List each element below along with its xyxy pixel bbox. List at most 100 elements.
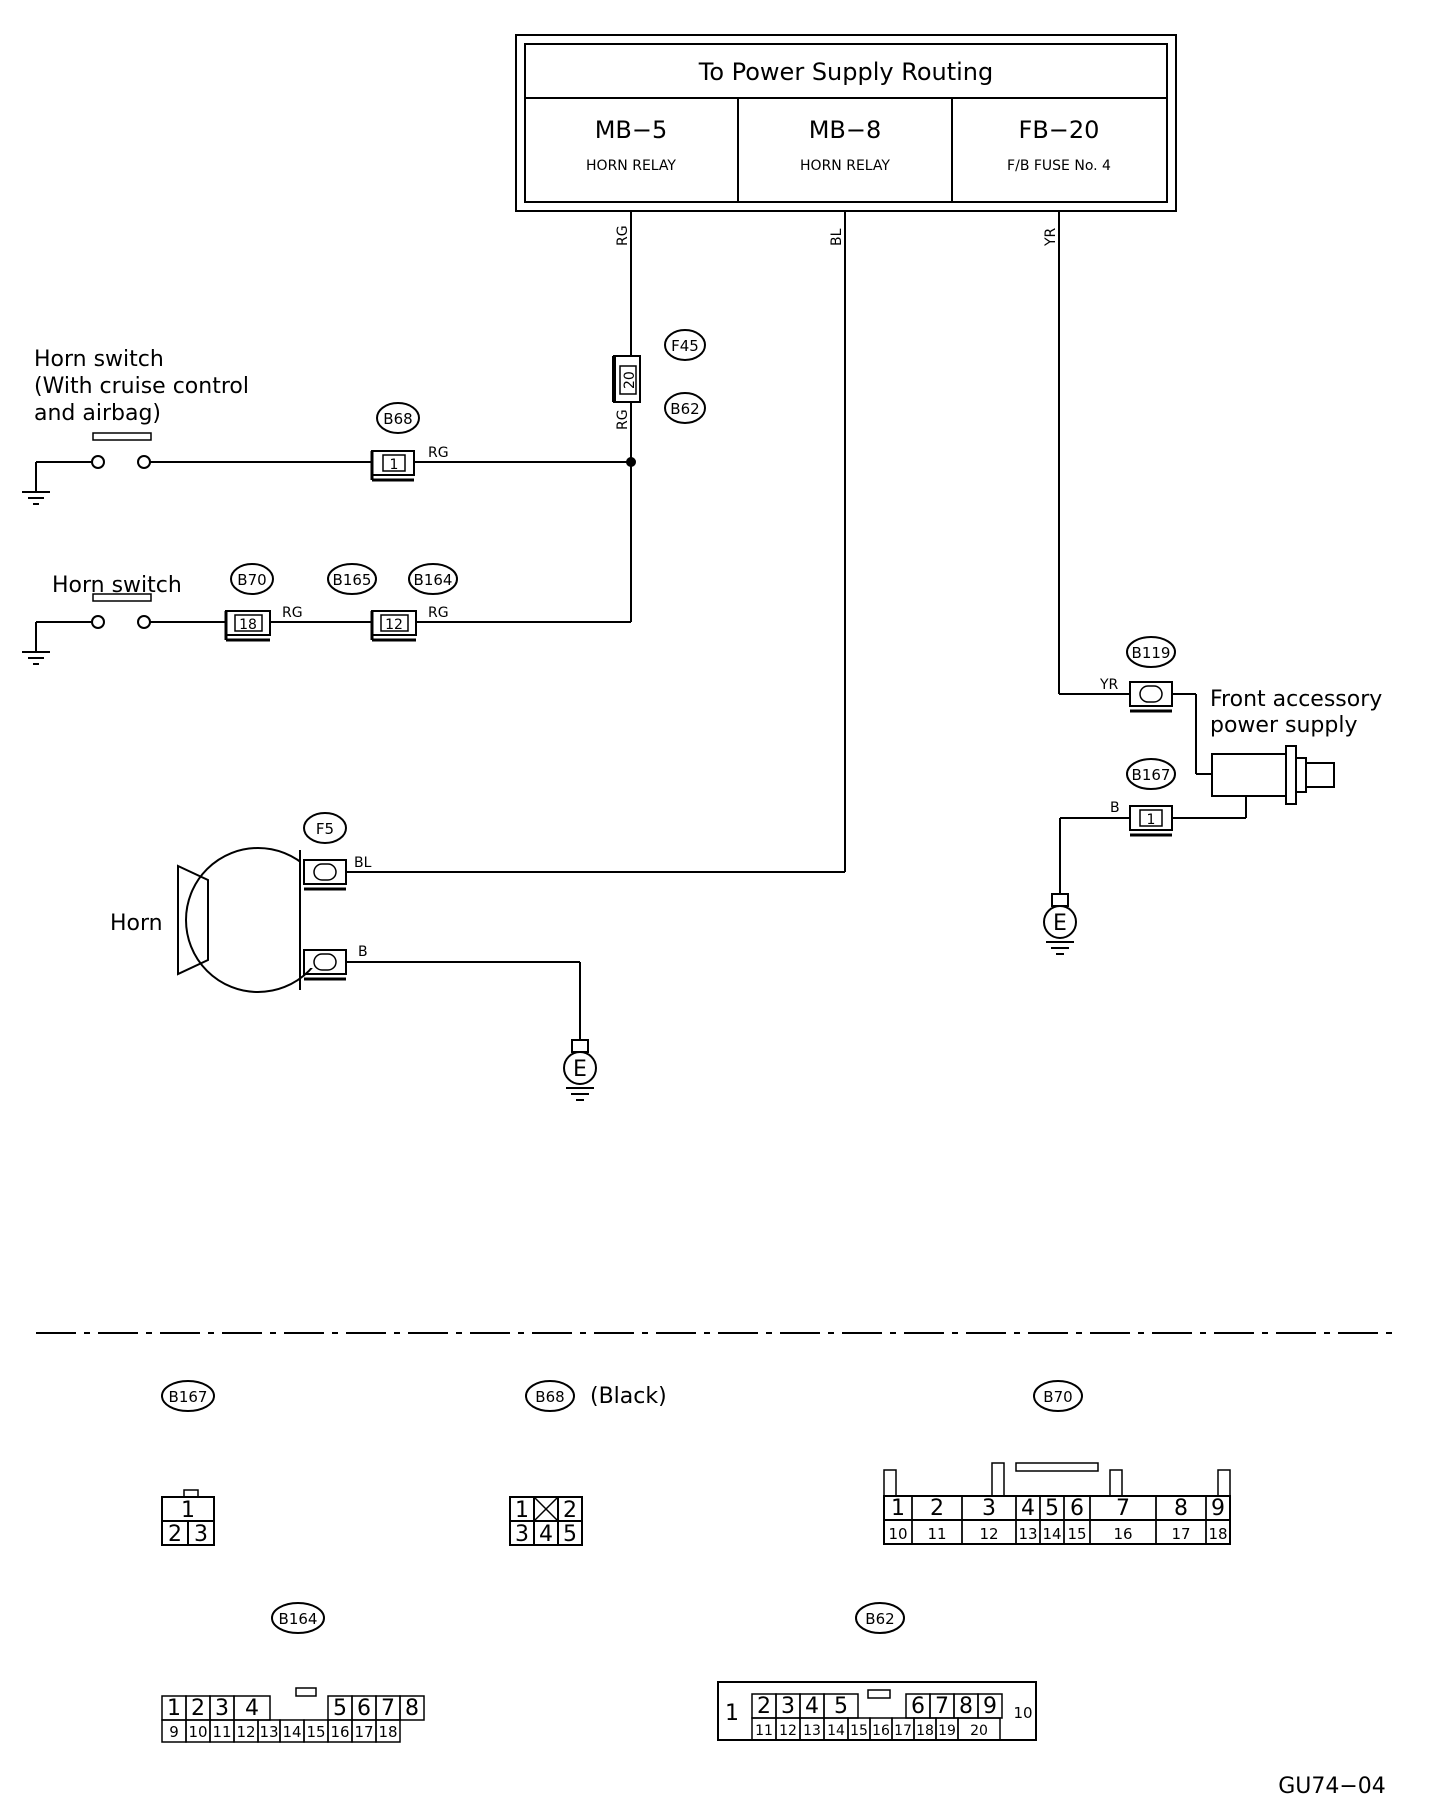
legend-b70-row2-pin: 14 (1042, 1525, 1061, 1543)
mb5-id: MB−5 (595, 116, 668, 144)
horn-label: Horn (110, 911, 163, 936)
legend-note-b68: (Black) (590, 1384, 667, 1409)
legend-b62-row1-pin: 5 (834, 1694, 848, 1719)
connector-label-f5: F5 (316, 820, 334, 838)
legend-b70-row2-pin: 13 (1018, 1525, 1037, 1543)
connector-label-b165: B165 (333, 571, 372, 589)
horn: Horn BL F5 B E (110, 812, 597, 1101)
legend-b62-row2-pin: 14 (827, 1723, 845, 1739)
legend-b62-row1-pin: 4 (805, 1694, 819, 1719)
legend-b70-row1-pin: 5 (1045, 1496, 1059, 1521)
wire-label-rg-top: RG (615, 225, 631, 246)
fb20-sub: F/B FUSE No. 4 (1007, 158, 1111, 174)
wire-label-b-b167: B (1110, 800, 1120, 816)
legend-b70-row2-cell (1205, 1519, 1231, 1545)
legend-b164-row1-pin: 2 (191, 1696, 205, 1721)
wire-label-rg-b164: RG (428, 605, 449, 621)
legend-b62-row2-pin: 20 (970, 1723, 988, 1739)
mb8-sub: HORN RELAY (800, 158, 890, 174)
legend-b62-row2-pin: 11 (755, 1723, 773, 1739)
legend-b70-row2-pin: 16 (1113, 1525, 1132, 1543)
legend-b62-row1-pin: 9 (983, 1694, 997, 1719)
connector-label-b70: B70 (237, 571, 266, 589)
legend-label-b68: B68 (535, 1388, 564, 1406)
legend-b68-pin-4: 4 (539, 1522, 553, 1547)
legend-b164-row1-pin: 3 (215, 1696, 229, 1721)
legend-b164-row1-pin: 8 (405, 1696, 419, 1721)
connector-label-b68: B68 (383, 410, 412, 428)
legend-b62-row2-pin: 15 (850, 1723, 868, 1739)
power-supply-box: To Power Supply Routing MB−5 HORN RELAY … (515, 34, 1177, 212)
legend-b164-row2-pin: 10 (188, 1723, 207, 1741)
legend-b167-pin-2: 2 (168, 1522, 182, 1547)
horn-switch-cruise-label-2: (With cruise control (34, 374, 249, 399)
legend-b70-row1-pin: 7 (1116, 1496, 1130, 1521)
legend-b164-row1-pin: 7 (381, 1696, 395, 1721)
legend-b164-row2-pin: 11 (212, 1723, 231, 1741)
legend-b62-pin-right: 10 (1013, 1704, 1032, 1722)
legend-label-b62: B62 (865, 1610, 894, 1628)
legend-b164-row2-pin: 18 (378, 1723, 397, 1741)
legend-b70-row1-pin: 2 (930, 1496, 944, 1521)
legend-b70-row2-pin: 11 (927, 1525, 946, 1543)
legend-b62-row2-pin: 18 (916, 1723, 934, 1739)
legend-b70-row2-pin: 15 (1067, 1525, 1086, 1543)
legend-b62-row2-pin: 17 (894, 1723, 912, 1739)
legend-b62-pin-left: 1 (725, 1701, 739, 1726)
connector-label-b62: B62 (670, 400, 699, 418)
f45-b62-connector: 20 F45 B62 (612, 329, 706, 424)
front-accessory-label-1: Front accessory (1210, 687, 1382, 712)
connector-label-b164: B164 (414, 571, 453, 589)
pin-b164: 12 (385, 617, 403, 633)
legend-b70-row1-pin: 1 (891, 1496, 905, 1521)
legend-b164-row1-pin: 4 (245, 1696, 259, 1721)
yr-wire: YR YR B119 (1043, 211, 1212, 775)
legend-b68-pin-3: 3 (515, 1522, 529, 1547)
legend-b70-row2-pin: 12 (979, 1525, 998, 1543)
legend-b164-row1-cell (399, 1695, 425, 1721)
legend-b70-row2-pin: 18 (1208, 1525, 1227, 1543)
wire-label-rg-mid: RG (615, 409, 631, 430)
legend-b70-row1-pin: 8 (1174, 1496, 1188, 1521)
legend-b70-row1-pin: 3 (982, 1496, 996, 1521)
legend-b70-row2-pin: 10 (888, 1525, 907, 1543)
legend-b164-row2-pin: 16 (330, 1723, 349, 1741)
legend-b70-row1-pin: 9 (1211, 1496, 1225, 1521)
legend-b62-row1-pin: 3 (781, 1694, 795, 1719)
mb8-id: MB−8 (809, 116, 882, 144)
power-supply-title: To Power Supply Routing (698, 58, 994, 86)
legend-b167-pin-1: 1 (181, 1498, 195, 1523)
legend-b164-row1-pin: 5 (333, 1696, 347, 1721)
legend-b68-pin-1: 1 (515, 1498, 529, 1523)
connector-label-f45: F45 (671, 337, 699, 355)
legend-b70-row1-pin: 4 (1021, 1496, 1035, 1521)
horn-switch-cruise-label-1: Horn switch (34, 347, 164, 372)
bl-wire: BL (346, 211, 846, 873)
front-accessory-power-supply: Front accessory power supply (1172, 687, 1382, 819)
b167-ground: 1 B167 B E (1043, 758, 1176, 955)
legend-label-b164: B164 (279, 1610, 318, 1628)
horn-switch: Horn switch 18 B70 RG B165 B164 12 RG (22, 563, 631, 665)
legend-b167-pin-3: 3 (194, 1522, 208, 1547)
pin-b68: 1 (390, 457, 399, 473)
legend-b164-row2-pin: 14 (282, 1723, 301, 1741)
legend-b62-row1-pin: 6 (911, 1694, 925, 1719)
legend-b164-row2-pin: 13 (259, 1723, 278, 1741)
legend-b68-pin-2: 2 (563, 1498, 577, 1523)
wire-label-yr-top: YR (1043, 227, 1059, 247)
legend-b164-row2-pin: 15 (306, 1723, 325, 1741)
wire-label-bl-horn: BL (354, 855, 372, 871)
rg-wire: RG RG (615, 211, 636, 622)
legend-label-b70: B70 (1043, 1388, 1072, 1406)
legend-b167: B167 1 2 3 (161, 1380, 215, 1547)
legend-b62-row1-pin: 8 (959, 1694, 973, 1719)
wire-label-rg-b70: RG (282, 605, 303, 621)
horn-switch-cruise-label-3: and airbag) (34, 401, 161, 426)
legend-b62-row2-cell (957, 1717, 1001, 1741)
legend-b62-row2-pin: 16 (872, 1723, 890, 1739)
legend-b70-row2-pin: 17 (1171, 1525, 1190, 1543)
wire-label-bl-top: BL (829, 228, 845, 246)
